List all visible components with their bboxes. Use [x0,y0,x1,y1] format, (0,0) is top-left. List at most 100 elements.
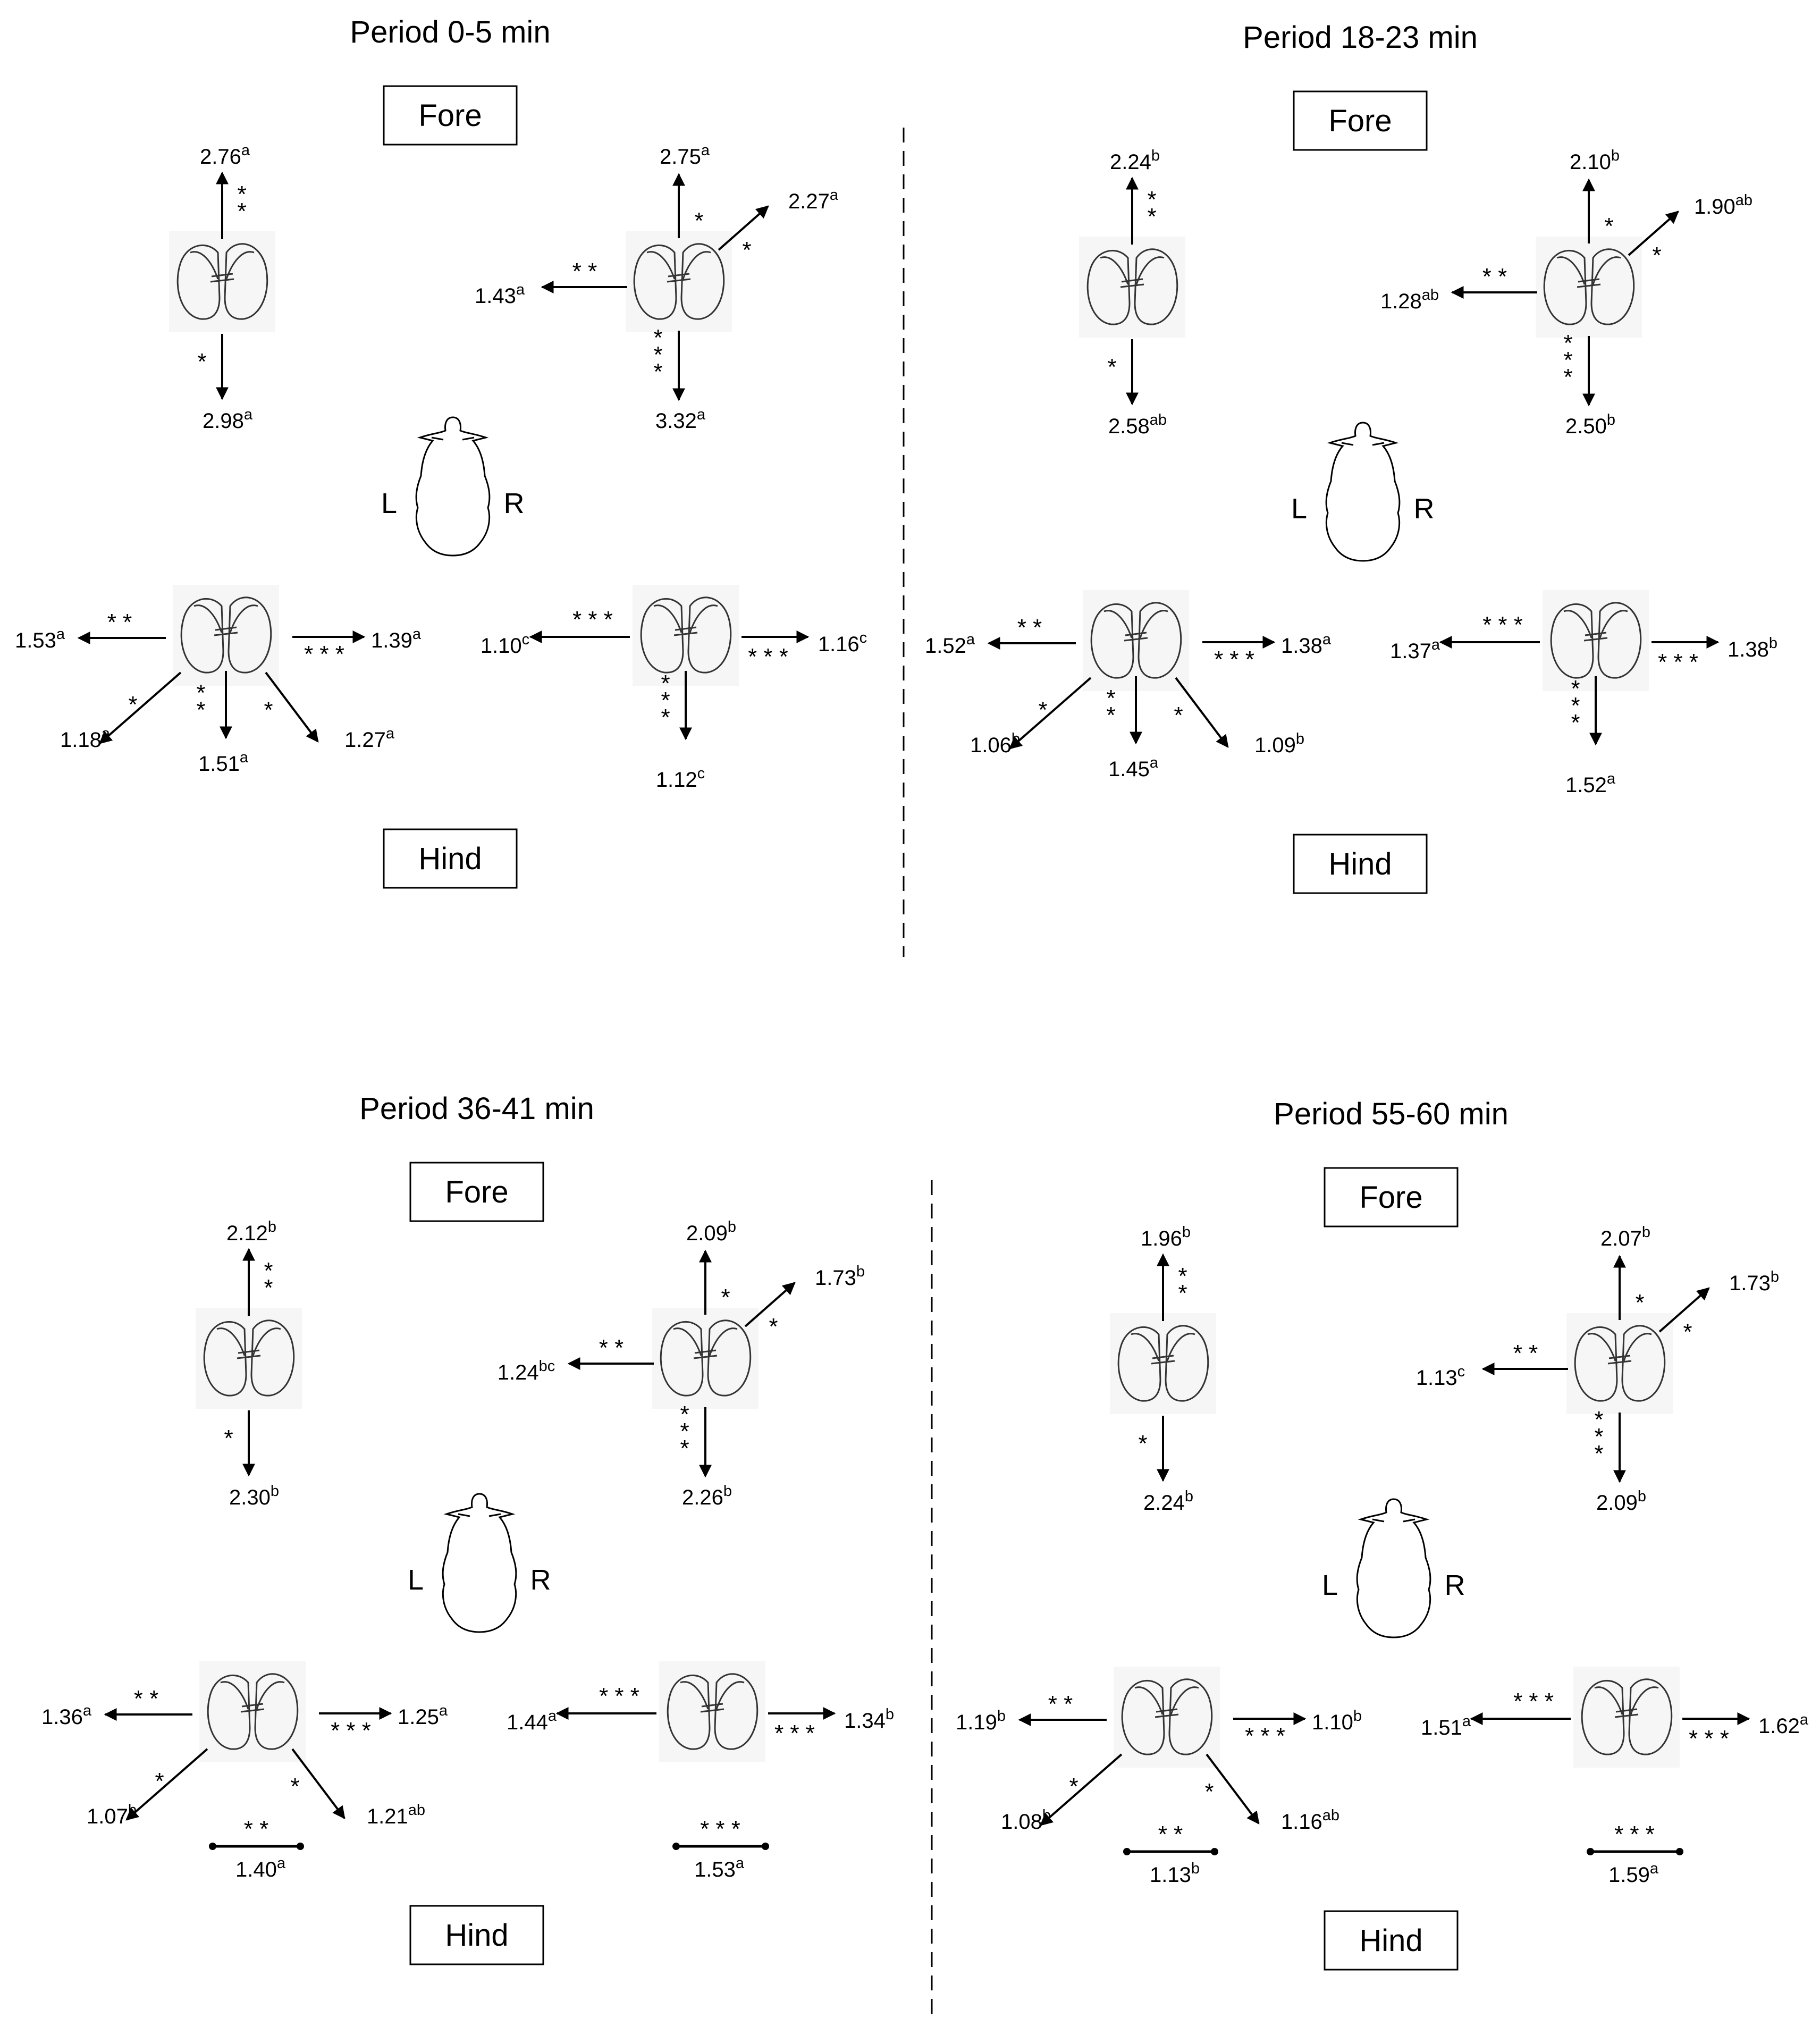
value-hind-right-right: 1.38b [1728,635,1777,661]
value-fore-right-left: 1.24bc [498,1358,555,1384]
value-hind-left-down-right: 1.27a [344,725,395,752]
stars-fore-right-diag: * [1683,1319,1692,1345]
value-fore-right-left: 1.28ab [1380,287,1439,313]
hind-right-bar [1587,1848,1683,1855]
value-fore-right-up-letter: b [1642,1224,1650,1241]
stars-fore-right-up: * [1635,1290,1644,1316]
value-fore-right-diag: 2.27a [788,187,839,213]
value-fore-left-up-number: 2.76 [200,145,241,169]
cloven-hoof-icon [169,231,275,332]
hind-left-bar-end-dot [209,1843,216,1850]
stars-hind-left-down: ** [196,680,205,723]
value-fore-right-left: 1.43a [475,281,525,308]
hind-box: Hind [409,1905,544,1965]
left-side-label: L [1322,1569,1338,1601]
stars-fore-right-up: * [694,208,703,234]
value-fore-left-down-number: 2.98 [203,409,244,433]
cloven-hoof-icon [1110,1313,1216,1414]
stars-hind-left-down-right-star: * [264,697,273,723]
value-hind-left-down-left-letter: b [1012,730,1020,747]
value-hind-right-left-number: 1.51 [1421,1716,1462,1739]
stars-hind-right-down-star: * [1571,710,1580,736]
stars-fore-right-left: * * [1513,1340,1538,1366]
stars-fore-right-down-star: * [653,342,662,368]
value-hind-left-down-right: 1.21ab [367,1802,425,1828]
value-fore-right-down-letter: b [1638,1488,1646,1505]
stars-hind-left-down-right: * [1204,1779,1214,1805]
value-hind-right-bar-letter: a [736,1855,745,1872]
stars-hind-right-down-star: * [1571,676,1580,702]
value-fore-left-down: 2.30b [229,1483,279,1509]
value-hind-left-bar: 1.13b [1150,1860,1200,1887]
value-hind-left-down-right: 1.16ab [1281,1807,1339,1834]
stars-hind-left-left: * * [1048,1691,1073,1717]
value-fore-right-up: 2.07b [1600,1224,1650,1250]
stars-fore-left-up: ** [1147,187,1156,230]
value-fore-right-diag-number: 2.27 [788,190,830,213]
value-hind-right-down: 1.52a [1565,770,1616,797]
hind-box-text: Hind [1359,1923,1422,1958]
stars-fore-right-down-star: * [1594,1407,1603,1433]
panel-title: Period 0-5 min [350,15,550,49]
stars-fore-right-up: * [721,1284,730,1310]
cloven-hoof-icon [1543,590,1649,691]
value-fore-right-diag: 1.73b [815,1263,865,1290]
fore-box-frame [1293,90,1428,151]
stars-hind-right-down-star: * [661,670,670,696]
stars-hind-left-down-left-star: * [1069,1773,1078,1800]
value-fore-left-up: 2.24b [1110,147,1160,174]
value-fore-left-up: 2.76a [200,142,250,169]
value-fore-right-left-number: 1.24 [498,1361,539,1384]
stars-fore-right-left: * * [599,1335,623,1361]
stars-hind-left-down-left: * [1038,697,1047,723]
value-fore-left-down-letter: b [271,1483,279,1500]
value-hind-left-down-letter: a [1150,754,1159,771]
value-hind-right-right-letter: b [1769,635,1777,652]
left-side-label: L [381,487,397,519]
arrow-hind-left-down-left [1040,1753,1123,1826]
stars-fore-left-down-star: * [1138,1431,1147,1457]
fore-box: Fore [1324,1167,1459,1228]
panel-title: Period 18-23 min [1243,20,1478,55]
value-fore-right-left-letter: a [516,281,525,298]
value-hind-right-left-number: 1.37 [1390,640,1431,663]
value-hind-left-left: 1.19b [956,1708,1006,1734]
stars-hind-right-left: * * * [1482,612,1523,638]
stars-hind-left-bar: * * [244,1816,268,1842]
value-hind-right-bar: 1.59a [1608,1860,1659,1887]
value-hind-left-down-number: 1.51 [198,752,240,776]
cloven-hoof-icon [1566,1313,1673,1414]
value-fore-right-diag-letter: ab [1735,192,1752,209]
value-hind-left-right-letter: a [439,1702,448,1719]
panel-title: Period 36-41 min [359,1091,594,1126]
arrow-hind-left-down-right [291,1748,346,1819]
value-fore-left-up-number: 1.96 [1141,1227,1182,1250]
value-fore-right-diag-letter: b [1771,1268,1779,1285]
hind-box-text: Hind [418,842,482,876]
value-fore-right-down-number: 3.32 [655,409,697,433]
stars-fore-right-down-star: * [680,1401,689,1427]
stars-fore-left-up-star: * [1178,1280,1187,1306]
stars-fore-right-up-star: * [721,1284,730,1310]
value-fore-right-diag-number: 1.73 [1729,1272,1771,1295]
value-hind-left-down-right-number: 1.27 [344,728,386,752]
value-hind-left-left: 1.52a [925,631,975,658]
stars-hind-right-left: * * * [599,1683,639,1709]
stars-fore-left-up: ** [1178,1263,1187,1306]
value-hind-right-left: 1.44a [507,1708,557,1734]
stars-fore-right-down-star: * [653,359,662,385]
fore-box-text: Fore [418,98,482,133]
value-fore-right-up-number: 2.75 [660,145,701,169]
stars-fore-right-diag-star: * [769,1314,778,1340]
hind-left-bar [1123,1848,1218,1855]
stars-hind-left-down-left-star: * [1038,697,1047,723]
stars-fore-right-down-star: * [1563,330,1572,356]
stars-hind-left-down-right: * [1174,702,1183,728]
stars-fore-right-diag-star: * [1683,1319,1692,1345]
value-fore-right-up: 2.75a [660,142,710,169]
stars-fore-left-down-star: * [1107,354,1116,380]
cloven-hoof-icon [1536,237,1642,338]
